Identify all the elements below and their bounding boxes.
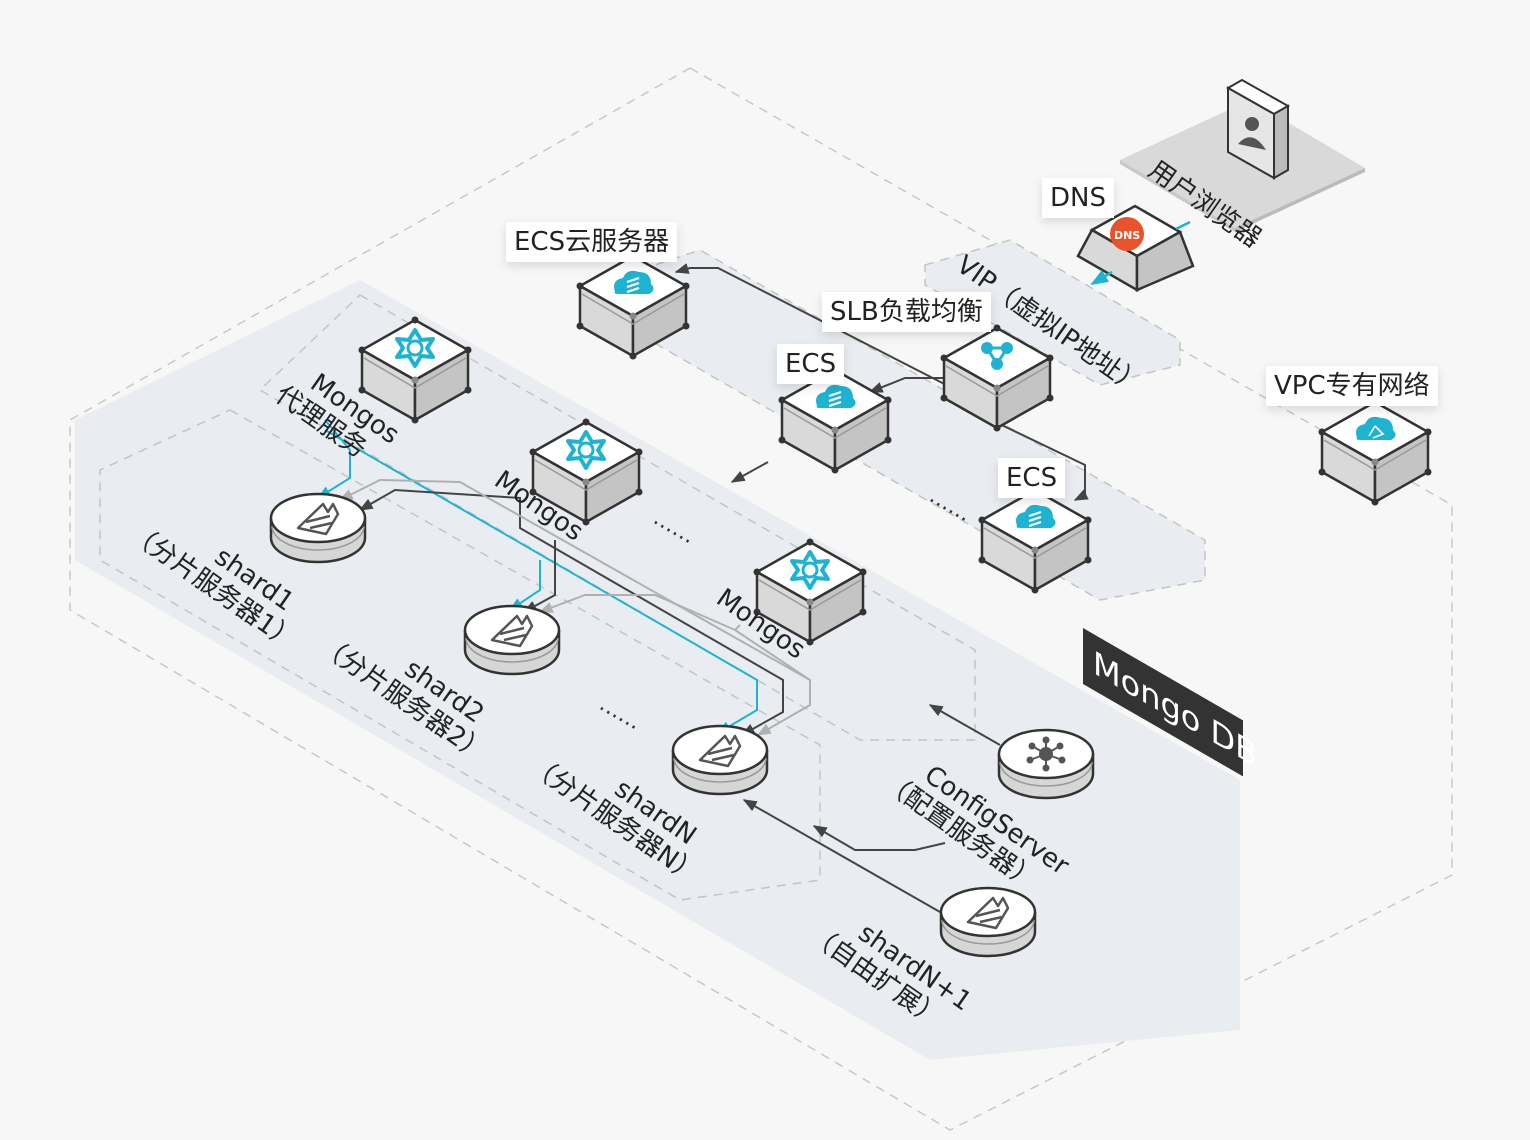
svg-text:DNS: DNS xyxy=(1114,229,1140,242)
vpc-cloud-icon xyxy=(1356,416,1396,440)
config-to-mongos-arrow xyxy=(928,704,1001,746)
shard2-node[interactable] xyxy=(463,604,561,676)
slb-node[interactable] xyxy=(939,323,1055,433)
vip-zone xyxy=(924,239,1181,386)
mongos-gray-long-line xyxy=(459,481,811,681)
dns-label: DNS xyxy=(1042,178,1114,218)
dns-to-vip-arrow xyxy=(1090,269,1113,286)
ecs-1-label: ECS xyxy=(777,344,845,384)
ecs-cloud-server-label: ECS云服务器 xyxy=(506,222,678,262)
config-server-node[interactable] xyxy=(997,728,1095,800)
mongos-proxy-to-shardN-line xyxy=(324,429,758,734)
mongos3-to-shard1-line xyxy=(338,478,461,501)
browser-to-dns-arrow xyxy=(1175,220,1191,231)
ecs-2-label: ECS xyxy=(998,458,1066,498)
config-hub-icon xyxy=(1026,736,1066,772)
shardN1-node[interactable] xyxy=(939,886,1037,958)
shardN1-to-shardN-arrow xyxy=(742,799,941,913)
shard1-node[interactable] xyxy=(269,492,367,564)
mongos-zone xyxy=(258,294,976,741)
vpc-node[interactable] xyxy=(1317,397,1433,507)
slb-label: SLB负载均衡 xyxy=(822,292,991,332)
mongos-proxy-to-shard1-line xyxy=(316,419,351,499)
vpc-boundary xyxy=(69,67,1453,1131)
mongos-proxy-to-shard2-line xyxy=(508,560,541,611)
dns-node[interactable]: DNS xyxy=(1076,204,1195,293)
dns-icon: DNS xyxy=(1110,217,1144,251)
mongos3-to-shard2-line xyxy=(538,594,736,631)
load-balancer-icon xyxy=(981,342,1013,370)
mongos2-to-shard2-line xyxy=(522,540,556,613)
config-to-shards-arrow xyxy=(812,825,946,851)
ecs-to-mongos-arrow xyxy=(730,461,769,483)
shard-zone xyxy=(99,409,821,901)
mongodb-zone xyxy=(75,280,1240,1060)
vpc-label: VPC专有网络 xyxy=(1266,366,1438,406)
slb-to-ecs1-line xyxy=(868,377,944,393)
user-icon xyxy=(1238,117,1266,150)
mongos2-to-shardN-line xyxy=(519,515,784,736)
mongos2-to-shard1-line xyxy=(358,488,521,515)
user-platform xyxy=(1120,100,1365,228)
shardN-node[interactable] xyxy=(671,724,769,796)
user-browser-node[interactable] xyxy=(1225,78,1291,180)
